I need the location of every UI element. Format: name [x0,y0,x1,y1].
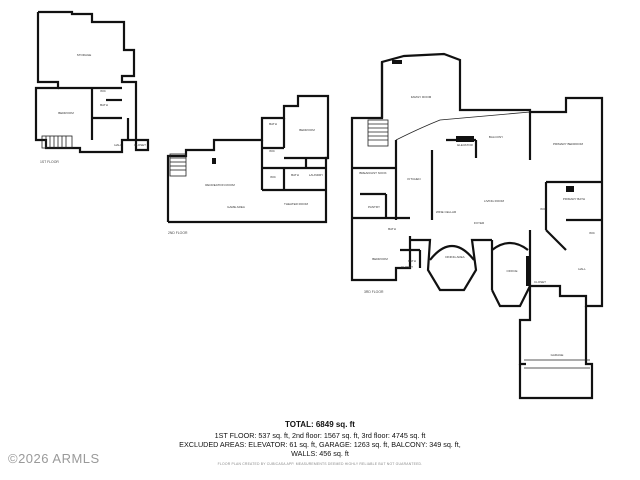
room-label: BALCONY [489,135,503,139]
room-label: WIC [100,89,107,93]
room-label: BATH [269,122,277,126]
room-label: BEDROOM [372,257,388,261]
room-label: THEATER ROOM [284,202,308,206]
room-label: BATH [408,259,416,263]
floor-label: 3RD FLOOR [364,290,384,294]
room-label: CLOSET [534,280,546,284]
disclaimer: FLOOR PLAN CREATED BY CUBICASA APP. MEAS… [217,462,423,466]
room-label: HALL [578,267,586,271]
room-label: FAMILY ROOM [411,95,432,99]
second-floor-plan: RECREATION ROOM GAME AREA THEATER ROOM B… [166,94,330,235]
room-label: BATH [291,173,299,177]
room-label: PANTRY [368,205,380,209]
room-label: LAUNDRY [309,173,323,177]
room-label: WIC [589,231,596,235]
room-label: WIC [540,207,547,211]
stairs [41,135,73,149]
room-label: PRIMARY BEDROOM [553,142,583,146]
watermark: ©2026 ARMLS [8,451,100,466]
room-label: GARAGE [551,353,564,357]
first-floor-plan: STORAGE BEDROOM BATH WIC HALL CLOSET 1ST… [34,10,150,164]
room-label: ELEVATOR [457,143,473,147]
room-label: PRIMARY BATH [563,197,585,201]
room-label: LIVING ROOM [484,199,505,203]
room-label: WINE CELLAR [436,210,457,214]
room-label: GAME AREA [227,205,245,209]
room-label: CLOSET [134,143,146,147]
stairs [169,153,187,177]
room-label: BREAKFAST NOOK [359,171,386,175]
walls-area: WALLS: 456 sq. ft [291,449,349,458]
third-floor-plan: FAMILY ROOM BALCONY ELEVATOR PRIMARY BED… [350,52,604,400]
room-label: FOYER [474,221,485,225]
room-label: OFFICE [507,269,518,273]
room-label: RECREATION ROOM [205,183,235,187]
room-label: HALL [114,143,122,147]
room-label: DINING AREA [445,255,464,259]
floor-plan: STORAGE BEDROOM BATH WIC HALL CLOSET 1ST… [34,10,604,400]
excluded-areas: EXCLUDED AREAS: ELEVATOR: 61 sq. ft, GAR… [179,440,461,449]
floor-label: 1ST FLOOR [40,160,59,164]
room-label: WIC [270,175,277,179]
room-label: BEDROOM [299,128,315,132]
room-label: KITCHEN [407,177,420,181]
floor-label: 2ND FLOOR [168,231,188,235]
floor-areas: 1ST FLOOR: 537 sq. ft, 2nd floor: 1567 s… [214,431,426,440]
room-label: WIC [269,149,276,153]
total-area: TOTAL: 6849 sq. ft [285,420,355,429]
room-label: BATH [100,103,108,107]
room-label: BATH [388,227,396,231]
room-label: CLOSET [401,265,413,269]
stairs [367,119,389,147]
room-label: BEDROOM [58,111,74,115]
room-label: STORAGE [77,53,92,57]
